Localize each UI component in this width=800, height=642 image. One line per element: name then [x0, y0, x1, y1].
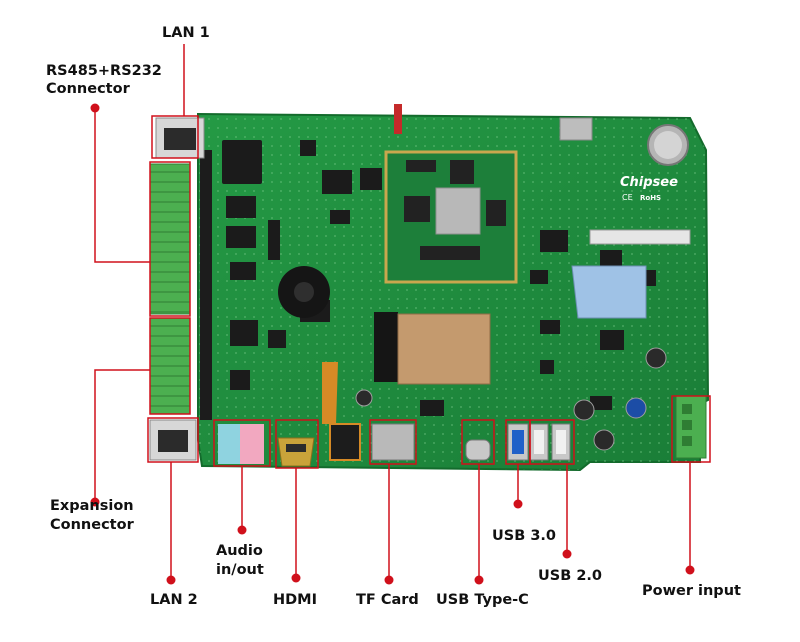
capacitors	[355, 347, 667, 451]
label-usb20: USB 2.0	[538, 568, 603, 584]
dot-tf	[384, 575, 394, 585]
ribbon-cable	[571, 265, 647, 319]
callout-lines	[94, 44, 711, 580]
coin-battery	[647, 124, 689, 166]
audio-jacks	[218, 424, 264, 464]
fpc-connector	[589, 229, 691, 245]
sd-slot-top	[559, 117, 593, 141]
lan2-port	[149, 419, 197, 461]
buzzer	[278, 266, 330, 318]
usb30-port	[507, 423, 529, 461]
dot-power	[685, 565, 695, 575]
ce-mark: CE	[622, 193, 633, 202]
jumper	[394, 104, 402, 134]
dot-usb30	[513, 499, 523, 509]
label-lan2: LAN 2	[150, 592, 198, 608]
label-hdmi: HDMI	[273, 592, 317, 608]
power-input-terminal	[675, 395, 707, 459]
wireless-module	[374, 312, 491, 385]
usb20-ports	[529, 423, 571, 461]
dot-usb20	[562, 549, 572, 559]
label-rs485-line1: RS485+RS232	[46, 63, 162, 79]
label-usb-type-c: USB Type-C	[436, 592, 529, 608]
dot-audio	[237, 525, 247, 535]
hdmi-port	[277, 437, 315, 467]
label-audio-line2: in/out	[216, 562, 264, 578]
label-usb30: USB 3.0	[492, 528, 557, 544]
label-expansion-line1: Expansion	[50, 498, 134, 514]
camera-connector	[329, 423, 361, 461]
dot-rs485	[90, 103, 100, 113]
label-lan1: LAN 1	[162, 25, 210, 41]
dot-usb-c	[474, 575, 484, 585]
dot-hdmi	[291, 573, 301, 583]
usb-type-c-port	[465, 439, 491, 461]
dot-expansion	[90, 497, 100, 507]
label-power-input: Power input	[642, 583, 741, 599]
tf-card-slot	[371, 423, 415, 461]
flex-cable	[322, 362, 338, 424]
label-tf-card: TF Card	[356, 592, 419, 608]
label-rs485-line2: Connector	[46, 81, 130, 97]
brand-text: Chipsee	[620, 175, 678, 190]
pcb-components	[222, 140, 656, 416]
lan1-port	[155, 117, 205, 159]
rohs-mark: RoHS	[640, 194, 661, 202]
callout-dots	[90, 103, 695, 585]
label-expansion-line2: Connector	[50, 517, 134, 533]
rs485-terminal-block	[149, 163, 191, 315]
dot-lan2	[166, 575, 176, 585]
chipsee-logo: Chipsee CE RoHS	[620, 175, 678, 202]
label-audio-line1: Audio	[216, 543, 263, 559]
som-module	[384, 150, 518, 284]
pin-header	[200, 150, 212, 420]
expansion-terminal-block	[149, 317, 191, 415]
